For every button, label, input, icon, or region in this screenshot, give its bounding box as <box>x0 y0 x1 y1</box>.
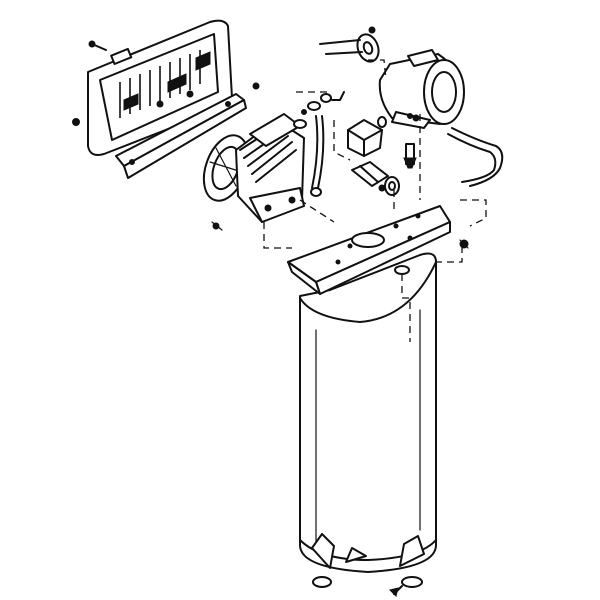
guard-bracket <box>115 93 247 179</box>
check-valve <box>351 161 400 196</box>
power-cord <box>447 127 504 187</box>
assembly-lines <box>263 59 487 342</box>
pressure-switch <box>331 91 387 157</box>
air-tank <box>299 252 437 573</box>
mounting-plate <box>287 205 451 295</box>
discharge-tube <box>310 115 325 197</box>
safety-valve <box>403 114 469 249</box>
drain-valve <box>312 576 423 597</box>
belt-guard <box>72 19 260 156</box>
pump-head <box>211 93 332 231</box>
pulley <box>319 26 380 63</box>
electric-motor <box>378 49 465 129</box>
tank-feet <box>311 533 425 569</box>
